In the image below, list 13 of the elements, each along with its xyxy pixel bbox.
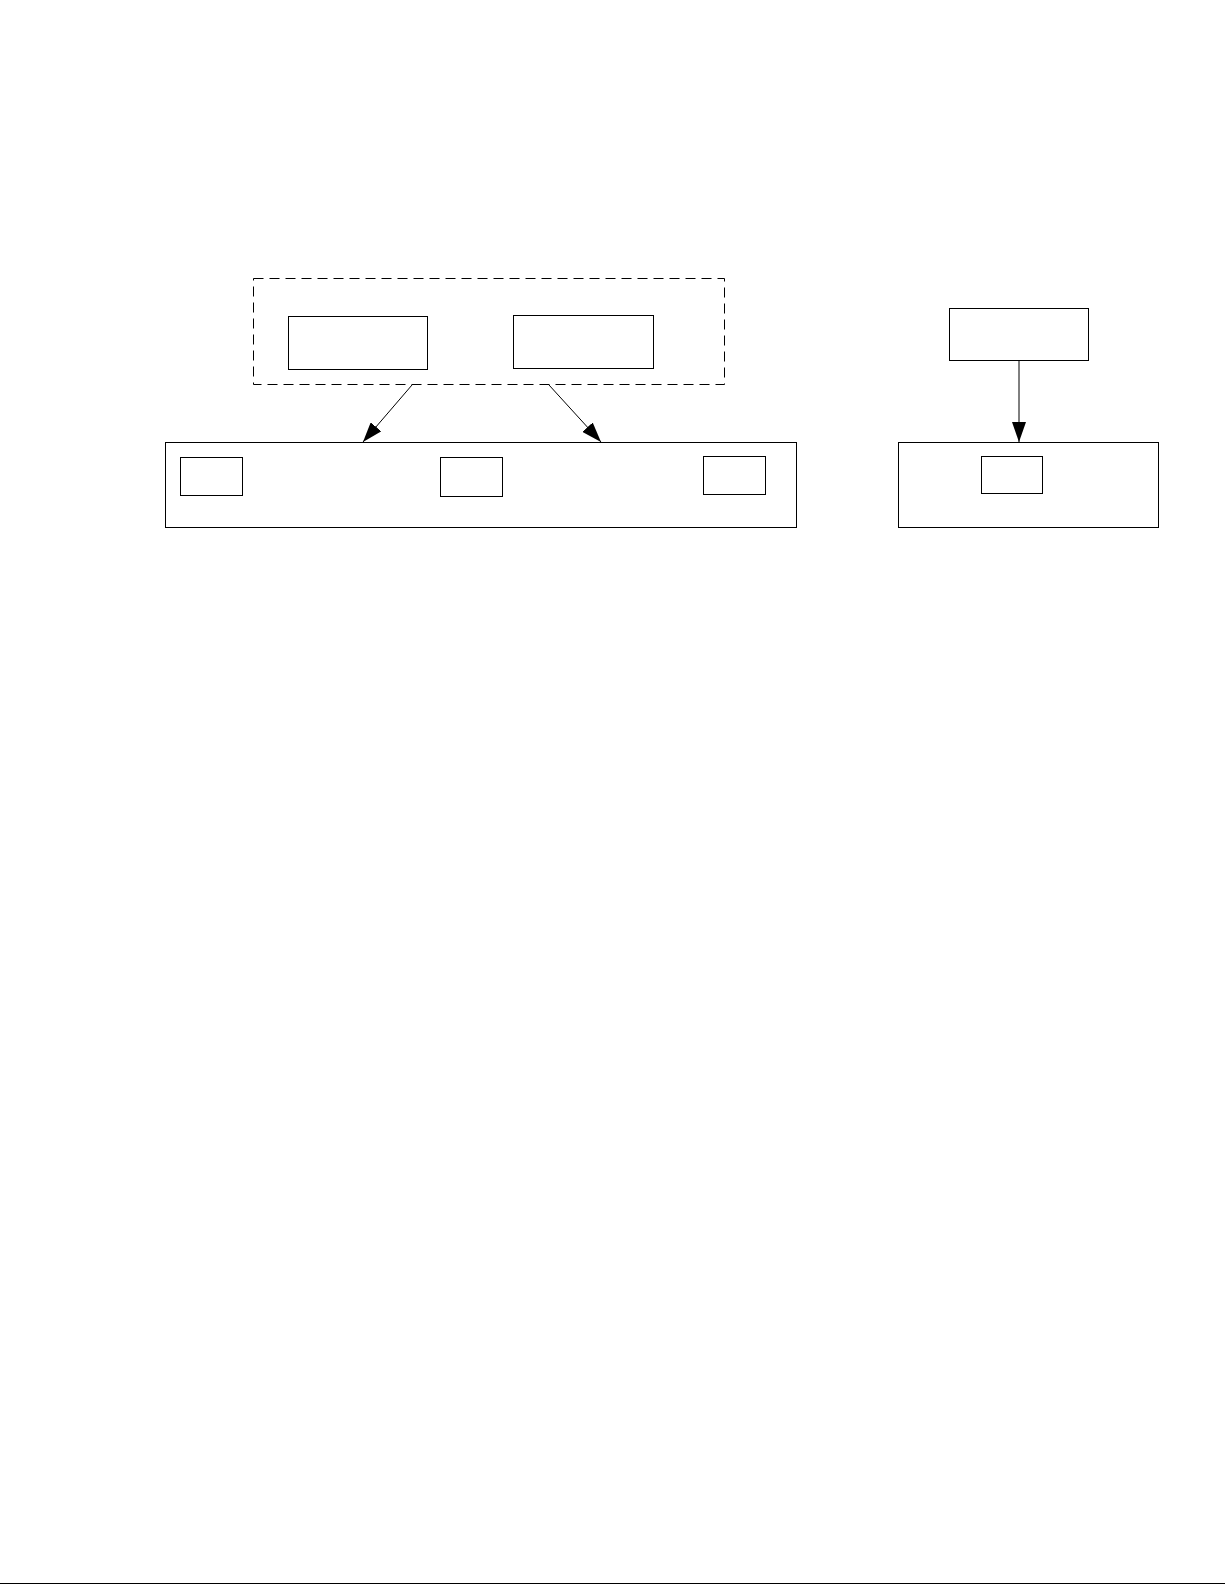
sub-box	[440, 457, 503, 497]
arrow	[362, 384, 413, 443]
process-box	[288, 316, 428, 370]
process-box	[949, 308, 1089, 361]
sub-box	[703, 456, 766, 495]
sub-box	[180, 457, 243, 496]
sub-box	[981, 456, 1043, 494]
arrow	[548, 384, 602, 443]
container-box	[898, 442, 1159, 528]
process-box	[513, 315, 654, 369]
arrow	[1012, 360, 1026, 443]
group-frame	[253, 278, 725, 385]
container-box	[165, 442, 797, 528]
